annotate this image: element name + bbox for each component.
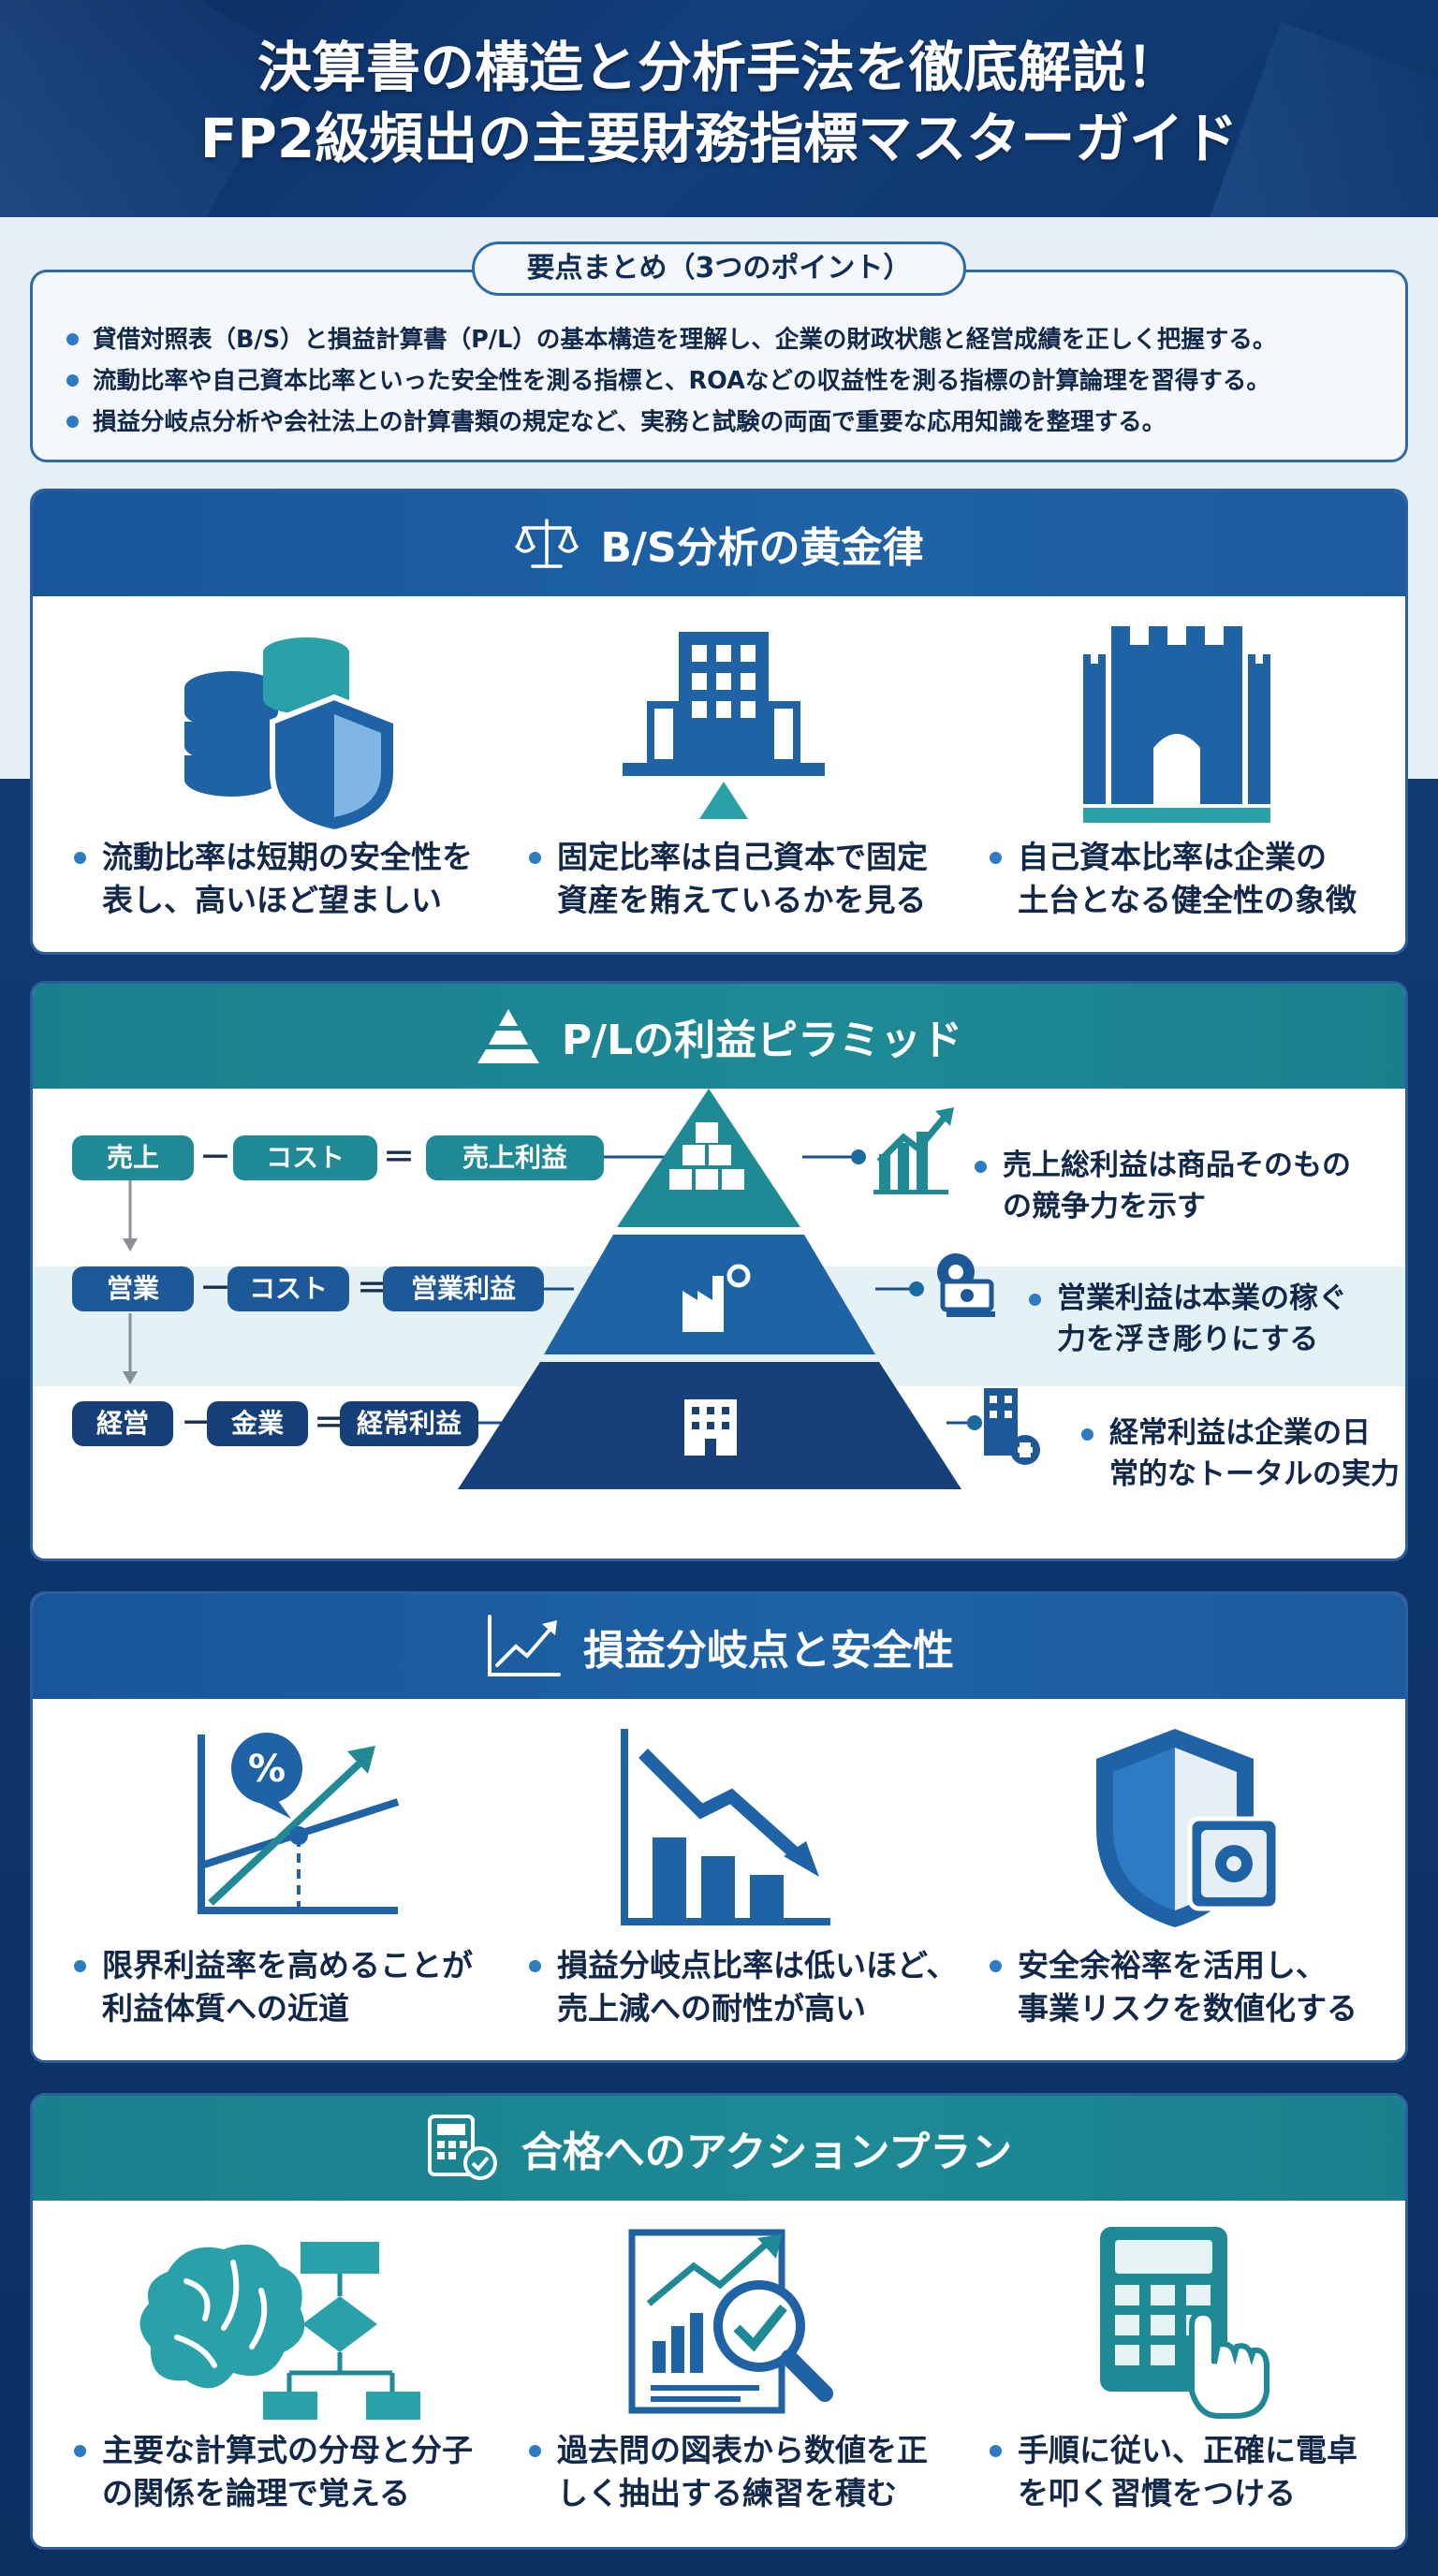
action-card-title: 合格へのアクションプラン <box>521 2129 1013 2176</box>
summary-box: 貸借対照表（B/S）と損益計算書（P/L）の基本構造を理解し、企業の財政状態と経… <box>30 270 1408 462</box>
bep-point-1: 限界利益率を高めることが利益体質への近道 <box>74 1944 473 2030</box>
pyramid-icon <box>477 1009 539 1063</box>
bep-card: 損益分岐点と安全性 % 限界利益率を高めることが利益体質への近道 損益分岐点比率… <box>30 1591 1408 2063</box>
bs-point-3: 自己資本比率は企業の土台となる健全性の象徴 <box>990 836 1357 922</box>
pl-card-header: P/Lの利益ピラミッド <box>33 984 1405 1089</box>
action-point-1: 主要な計算式の分母と分子の関係を論理で覚える <box>74 2429 473 2515</box>
pl-point-2: 営業利益は本業の稼ぐ力を浮き彫りにする <box>1029 1278 1347 1360</box>
trend-chart-icon <box>488 1615 561 1676</box>
summary-title: 要点まとめ（3つのポイント） <box>472 242 966 296</box>
page-title-line1: 決算書の構造と分析手法を徹底解説！ <box>257 36 1181 99</box>
bep-point-2: 損益分岐点比率は低いほど、売上減への耐性が高い <box>529 1944 957 2030</box>
pl-row1-a: 売上 <box>72 1135 194 1180</box>
summary-point: 流動比率や自己資本比率といった安全性を測る指標と、ROAなどの収益性を測る指標の… <box>66 360 1387 402</box>
action-point-2: 過去問の図表から数値を正しく抽出する練習を積む <box>529 2429 928 2515</box>
action-card: 合格へのアクションプラン 主要な計算式の分母と分子の関係を論理で覚える <box>30 2093 1408 2550</box>
calculator-check-icon <box>427 2115 497 2180</box>
falling-bars-icon <box>621 1729 830 1925</box>
gear-money-icon <box>937 1253 995 1317</box>
calculator-hand-icon <box>1100 2227 1269 2419</box>
page-title-line2: FP2級頻出の主要財務指標マスターガイド <box>199 107 1239 170</box>
pl-row2-op1: － <box>199 1270 231 1308</box>
brain-flowchart-icon <box>139 2242 420 2420</box>
action-card-header: 合格へのアクションプラン <box>33 2096 1405 2201</box>
bs-card: B/S分析の黄金律 流動比率は短期の安全性を表し、高いほど望ましい <box>30 489 1408 955</box>
bep-card-header: 損益分岐点と安全性 <box>33 1594 1405 1699</box>
bep-card-title: 損益分岐点と安全性 <box>583 1627 954 1675</box>
pl-row1-b: コスト <box>233 1135 377 1180</box>
bep-point-3: 安全余裕率を活用し、事業リスクを数値化する <box>990 1944 1357 2030</box>
pl-row1-op1: － <box>199 1139 231 1177</box>
scales-icon <box>515 519 580 568</box>
page-title: 決算書の構造と分析手法を徹底解説！ FP2級頻出の主要財務指標マスターガイド <box>0 32 1438 174</box>
pl-row2-b: コスト <box>227 1266 349 1311</box>
pl-point-3: 経常利益は企業の日常的なトータルの実力 <box>1081 1412 1400 1495</box>
castle-icon <box>1083 626 1270 823</box>
building-balance-icon <box>623 632 825 819</box>
svg-text:%: % <box>248 1748 286 1791</box>
report-magnifier-icon <box>628 2229 833 2414</box>
action-point-3: 手順に従い、正確に電卓を叩く習慣をつける <box>990 2429 1357 2515</box>
bs-card-title: B/S分析の黄金律 <box>600 524 924 572</box>
bs-card-header: B/S分析の黄金律 <box>33 491 1405 596</box>
pl-row2-a: 営業 <box>72 1266 194 1311</box>
pl-row3-a: 経営 <box>72 1401 173 1446</box>
pl-row1-op2: ＝ <box>383 1139 415 1177</box>
shield-safe-icon <box>1096 1729 1281 1927</box>
pl-row1-c: 売上利益 <box>426 1135 604 1180</box>
bs-point-2: 固定比率は自己資本で固定資産を賄えているかを見る <box>529 836 928 922</box>
pl-row2-c: 営業利益 <box>383 1266 544 1311</box>
growth-chart-icon <box>873 1107 954 1194</box>
percent-chart-icon: % <box>198 1733 400 1914</box>
pl-row3-c: 経常利益 <box>340 1401 478 1446</box>
header-background <box>0 0 1438 217</box>
pl-point-1: 売上総利益は商品そのものの競争力を示す <box>975 1145 1351 1227</box>
pl-card-title: P/Lの利益ピラミッド <box>561 1017 963 1064</box>
pl-card: P/Lの利益ピラミッド <box>30 981 1408 1561</box>
summary-point: 損益分岐点分析や会社法上の計算書類の規定など、実務と試験の両面で重要な応用知識を… <box>66 402 1387 443</box>
pl-pyramid-diagram <box>123 1089 1040 1489</box>
pl-row3-b: 金業 <box>207 1401 308 1446</box>
summary-list: 貸借対照表（B/S）と損益計算書（P/L）の基本構造を理解し、企業の財政状態と経… <box>66 319 1387 443</box>
summary-point: 貸借対照表（B/S）と損益計算書（P/L）の基本構造を理解し、企業の財政状態と経… <box>66 319 1387 360</box>
bs-point-1: 流動比率は短期の安全性を表し、高いほど望ましい <box>74 836 473 922</box>
coins-shield-icon <box>184 637 399 836</box>
